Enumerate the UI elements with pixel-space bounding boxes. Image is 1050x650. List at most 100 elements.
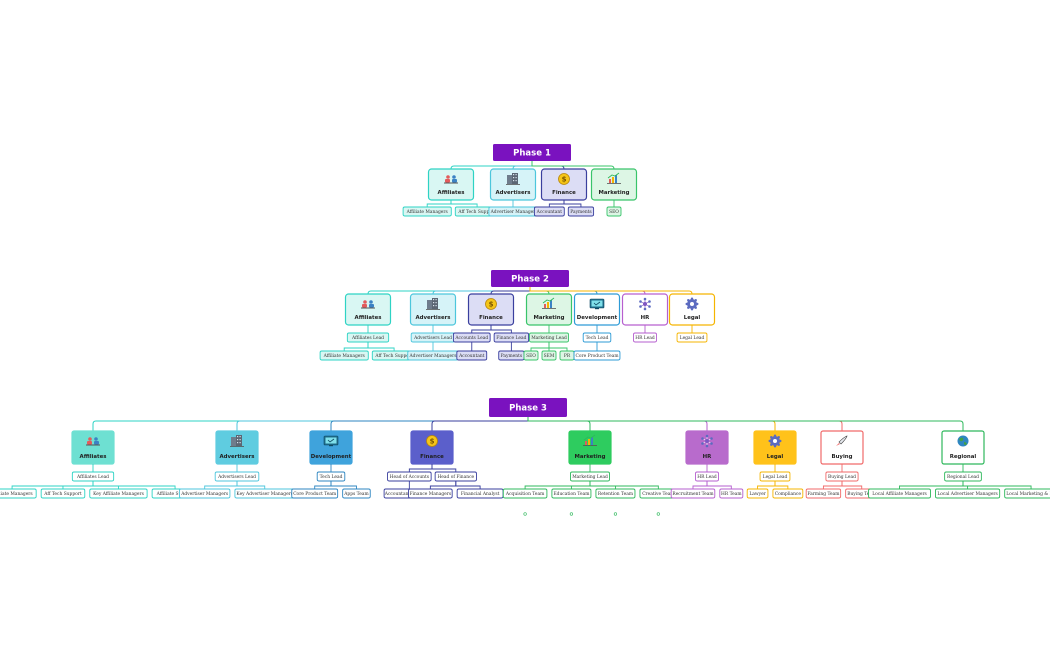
department-card-hr[interactable]: HR <box>621 293 669 326</box>
department-card-advertisers[interactable]: Advertisers <box>409 293 457 326</box>
department-card-advertisers[interactable]: Advertisers <box>215 430 259 465</box>
department-card-development[interactable]: Development <box>573 293 621 326</box>
lead-box: Advertisers Lead <box>214 471 260 482</box>
collapse-dot[interactable] <box>569 512 574 516</box>
phase-title[interactable]: Phase 3 <box>489 398 567 417</box>
phase-title[interactable]: Phase 1 <box>493 144 571 161</box>
department-name: Finance <box>420 454 444 460</box>
department-name: Marketing <box>599 190 630 196</box>
team-box-label: Key Affiliate Managers <box>93 492 145 497</box>
department-card-affiliates[interactable]: Affiliates <box>427 168 475 201</box>
chart-icon <box>583 434 597 446</box>
lead-box: Head of Accounts <box>387 471 432 482</box>
department-card-regional[interactable]: Regional <box>941 430 985 465</box>
collapse-dot[interactable] <box>613 512 618 516</box>
department-name: Legal <box>767 454 784 460</box>
department-card-marketing[interactable]: Marketing <box>590 168 638 201</box>
team-box: Finance Managers <box>408 488 453 499</box>
svg-text:$: $ <box>489 301 494 309</box>
people-icon <box>361 300 375 309</box>
team-box-label: Local Advertiser Managers <box>937 492 998 497</box>
lead-box-label: HR Lead <box>697 475 717 480</box>
team-box-label: SEO <box>609 210 619 215</box>
dollar-icon: $ <box>485 298 497 310</box>
department-name: Marketing <box>534 315 565 321</box>
lead-box: Tech Lead <box>582 332 612 343</box>
lead-box: HR Lead <box>633 332 657 343</box>
lead-box-label: Head of Finance <box>437 475 474 480</box>
chart-icon <box>607 172 621 184</box>
buildings-icon <box>230 435 244 447</box>
team-box: SEO <box>606 206 622 217</box>
lead-box: Marketing Lead <box>529 332 569 343</box>
department-card-legal[interactable]: Legal <box>668 293 716 326</box>
lead-box-label: Regional Lead <box>947 475 979 480</box>
department-card-hr[interactable]: HR <box>685 430 729 465</box>
lead-box-label: Tech Lead <box>320 475 343 480</box>
lead-box: Regional Lead <box>944 471 982 482</box>
team-box: Financial Analyst <box>456 488 504 499</box>
department-name: Marketing <box>575 454 606 460</box>
collapse-dot[interactable] <box>523 512 527 516</box>
department-card-finance[interactable]: $ Finance <box>467 293 515 326</box>
team-box-label: Acquisition Team <box>505 492 545 497</box>
department-card-affiliates[interactable]: Affiliates <box>71 430 115 465</box>
team-box-label: Accountant <box>536 210 563 215</box>
lead-box: Affiliates Lead <box>71 471 115 482</box>
department-name: Finance <box>479 315 503 321</box>
team-box: Education Team <box>551 488 592 499</box>
team-box-label: Payments <box>501 354 523 359</box>
department-name: Legal <box>684 315 701 321</box>
department-card-finance[interactable]: $Finance <box>410 430 454 465</box>
phase-title[interactable]: Phase 2 <box>491 270 569 287</box>
team-box-label: Aff Tech Support <box>43 492 82 497</box>
svg-text:$: $ <box>562 176 567 184</box>
department-name: Advertisers <box>495 190 530 196</box>
department-card-legal[interactable]: Legal <box>753 430 797 465</box>
team-box: Apps Team <box>342 488 371 499</box>
department-card-affiliates[interactable]: Affiliates <box>344 293 392 326</box>
lead-box: Legal Lead <box>759 471 791 482</box>
team-box: Local Advertiser Managers <box>935 488 1001 499</box>
team-box-label: Advertiser Managers <box>180 492 229 497</box>
department-card-buying[interactable]: Buying <box>820 430 864 465</box>
lead-box-label: Marketing Lead <box>572 475 608 480</box>
department-card-development[interactable]: Development <box>309 430 353 465</box>
lead-box: Affiliates Lead <box>346 332 390 343</box>
team-box: Local Affiliate Managers <box>868 488 931 499</box>
gear-icon <box>685 297 699 311</box>
lead-box-label: Advertisers Lead <box>413 336 452 341</box>
lead-box: Marketing Lead <box>570 471 610 482</box>
department-name: HR <box>703 454 713 460</box>
network-icon <box>701 434 713 448</box>
team-box-label: SEO <box>526 354 536 359</box>
lead-box-label: Legal Lead <box>680 336 705 341</box>
lead-box: HR Lead <box>695 471 719 482</box>
department-hr: HR HR Lead <box>621 293 669 343</box>
department-name: Finance <box>552 190 576 196</box>
team-box: Accountant <box>456 350 488 361</box>
department-card-marketing[interactable]: Marketing <box>525 293 573 326</box>
team-box-label: Financial Analyst <box>461 492 500 497</box>
team-box-label: Lawyer <box>749 492 766 497</box>
department-card-finance[interactable]: $ Finance <box>540 168 588 201</box>
team-box-label: Core Product Team <box>575 354 619 359</box>
department-card-marketing[interactable]: Marketing <box>568 430 612 465</box>
team-box-label: Apps Team <box>343 492 369 497</box>
phase-connectors <box>450 161 615 170</box>
department-card-advertisers[interactable]: Advertisers <box>489 168 537 201</box>
phase-title-text: Phase 2 <box>511 275 549 285</box>
team-box-label: Advertiser Managers <box>409 354 458 359</box>
lead-box-label: Affiliates Lead <box>76 475 109 480</box>
team-box: Compliance <box>772 488 804 499</box>
collapse-dot[interactable] <box>656 512 660 516</box>
